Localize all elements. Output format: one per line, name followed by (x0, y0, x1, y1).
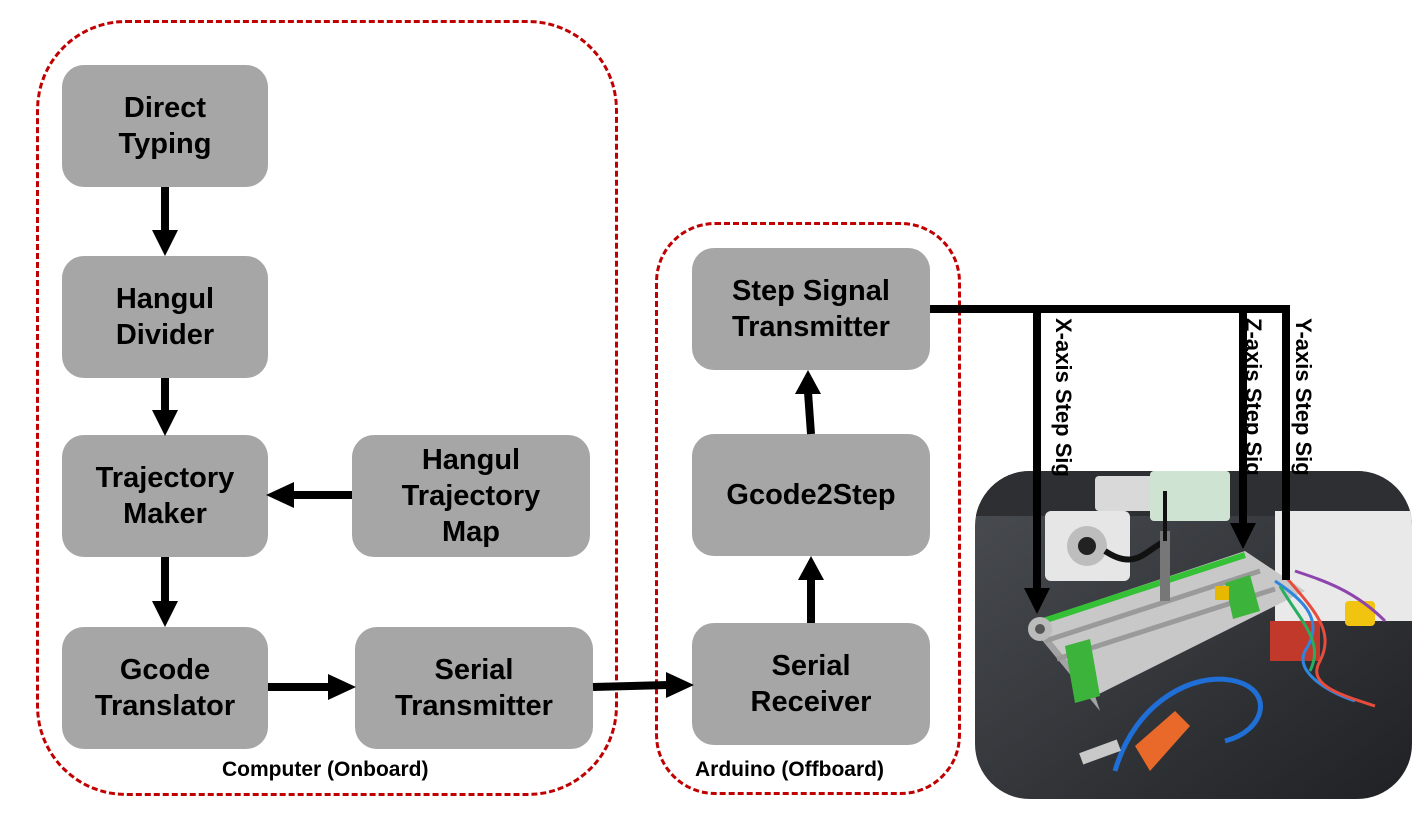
arrowhead (666, 672, 694, 698)
step-signal-transmitter-block: Step Signal Transmitter (692, 248, 930, 370)
arduino-offboard-group (655, 222, 961, 795)
computer-group-label: Computer (Onboard) (222, 758, 429, 781)
serial-receiver-block: Serial Receiver (692, 623, 930, 745)
arrow-serialtx-to-serialrx (592, 681, 669, 691)
serial-transmitter-block: Serial Transmitter (355, 627, 593, 749)
gcode2step-block: Gcode2Step (692, 434, 930, 556)
x-axis-step-signal-label: X-axis Step Sig (1051, 318, 1076, 477)
y-axis-step-signal-label: Y-axis Step Sig (1291, 318, 1316, 476)
arrowhead (795, 370, 821, 394)
arrowhead (152, 230, 178, 256)
arrowhead (152, 410, 178, 436)
gcode-translator-block: Gcode Translator (62, 627, 268, 749)
arduino-group-label: Arduino (Offboard) (695, 758, 884, 781)
hangul-divider-block: Hangul Divider (62, 256, 268, 378)
arrowhead (328, 674, 356, 700)
direct-typing-block: Direct Typing (62, 65, 268, 187)
z-axis-step-signal-label: Z-axis Step Sig (1241, 318, 1266, 476)
arrowhead (798, 556, 824, 580)
arrowhead (152, 601, 178, 627)
arrowhead (1024, 588, 1050, 614)
hangul-trajectory-map-block: Hangul Trajectory Map (352, 435, 590, 557)
arrowhead (1230, 523, 1256, 549)
computer-onboard-group (36, 20, 618, 796)
trajectory-maker-block: Trajectory Maker (62, 435, 268, 557)
arrowhead (266, 482, 294, 508)
signal-bus (930, 305, 1290, 580)
plotter-hardware-photo (975, 471, 1412, 799)
arrow-g2s-to-steptx (804, 391, 815, 435)
